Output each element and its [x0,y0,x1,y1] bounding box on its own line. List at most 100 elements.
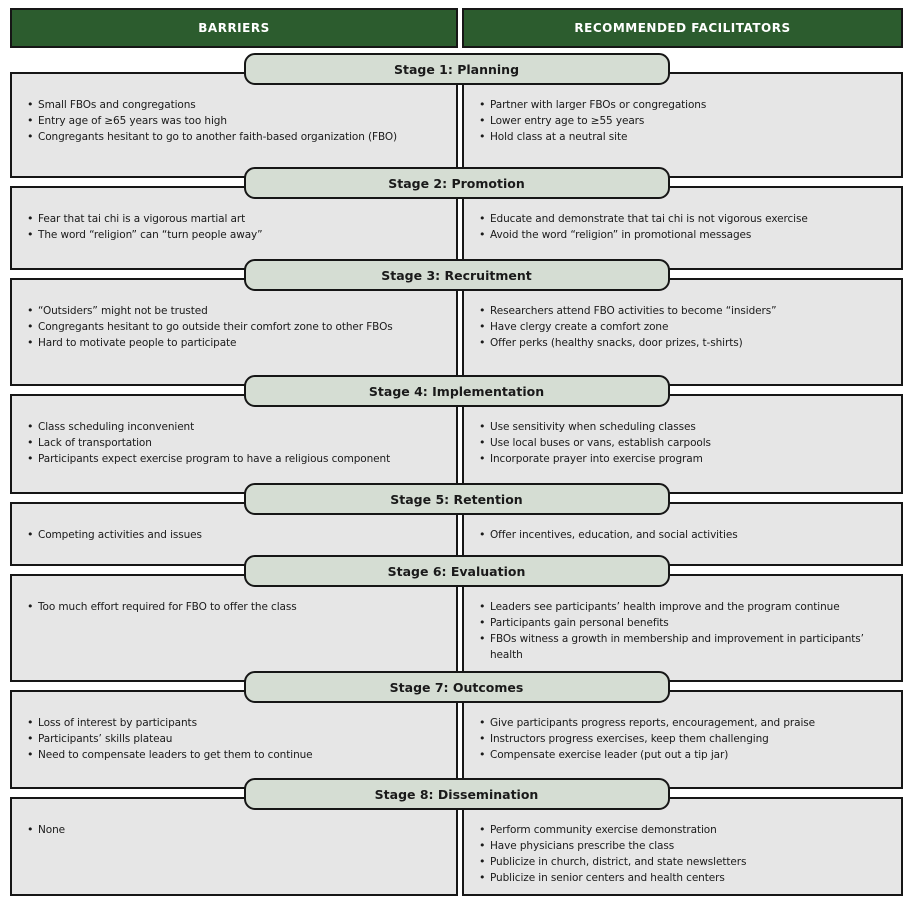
barriers-cell: Loss of interest by participantsParticip… [10,690,458,789]
bullet-item: Avoid the word “religion” in promotional… [478,227,893,243]
stage-title: Stage 1: Planning [393,61,520,77]
header-barriers: BARRIERS [10,8,458,48]
stage-pill: Stage 6: Evaluation [243,555,670,587]
stage-row: “Outsiders” might not be trustedCongrega… [10,278,903,386]
stage-section: Stage 8: Dissemination None Perform comm… [10,778,903,896]
stage-title: Stage 7: Outcomes [389,679,524,695]
stage-pill: Stage 8: Dissemination [243,778,670,810]
bullet-item: Offer incentives, education, and social … [478,527,893,543]
bullet-item: Incorporate prayer into exercise program [478,451,893,467]
facilitators-cell: Leaders see participants’ health improve… [462,574,903,682]
facilitators-cell: Perform community exercise demonstration… [462,797,903,896]
bullet-item: Participants’ skills plateau [26,731,448,747]
bullet-item: Instructors progress exercises, keep the… [478,731,893,747]
bullet-item: Hard to motivate people to participate [26,335,448,351]
bullet-item: Publicize in senior centers and health c… [478,870,893,886]
bullet-item: The word “religion” can “turn people awa… [26,227,448,243]
bullet-item: Lack of transportation [26,435,448,451]
stage-title: Stage 3: Recruitment [381,267,532,283]
stage-row: Loss of interest by participantsParticip… [10,690,903,789]
bullet-item: Publicize in church, district, and state… [478,854,893,870]
barriers-cell: Class scheduling inconvenientLack of tra… [10,394,458,494]
stage-section: Stage 6: Evaluation Too much effort requ… [10,555,903,682]
stage-row: Class scheduling inconvenientLack of tra… [10,394,903,494]
facilitators-list: Use sensitivity when scheduling classesU… [478,419,893,467]
stage-section: Stage 4: Implementation Class scheduling… [10,375,903,494]
facilitators-cell: Educate and demonstrate that tai chi is … [462,186,903,270]
stage-row: Small FBOs and congregationsEntry age of… [10,72,903,178]
stage-title: Stage 6: Evaluation [387,563,526,579]
facilitators-list: Give participants progress reports, enco… [478,715,893,763]
bullet-item: Offer perks (healthy snacks, door prizes… [478,335,893,351]
stage-row: None Perform community exercise demonstr… [10,797,903,896]
facilitators-list: Researchers attend FBO activities to bec… [478,303,893,351]
stage-section: Stage 5: Retention Competing activities … [10,483,903,566]
bullet-item: Have clergy create a comfort zone [478,319,893,335]
stages-container: Stage 1: Planning Small FBOs and congreg… [10,53,903,896]
barriers-list: Small FBOs and congregationsEntry age of… [26,97,448,145]
facilitators-list: Perform community exercise demonstration… [478,822,893,886]
facilitators-list: Leaders see participants’ health improve… [478,599,893,663]
barriers-cell: Fear that tai chi is a vigorous martial … [10,186,458,270]
column-headers: BARRIERS RECOMMENDED FACILITATORS [10,8,903,48]
barriers-list: “Outsiders” might not be trustedCongrega… [26,303,448,351]
stage-section: Stage 3: Recruitment “Outsiders” might n… [10,259,903,386]
bullet-item: Entry age of ≥65 years was too high [26,113,448,129]
stage-pill: Stage 3: Recruitment [243,259,670,291]
barriers-list: Competing activities and issues [26,527,448,543]
facilitators-list: Educate and demonstrate that tai chi is … [478,211,893,243]
barriers-list: Fear that tai chi is a vigorous martial … [26,211,448,243]
barriers-list: Too much effort required for FBO to offe… [26,599,448,615]
stage-section: Stage 7: Outcomes Loss of interest by pa… [10,671,903,789]
stage-pill: Stage 2: Promotion [243,167,670,199]
bullet-item: Fear that tai chi is a vigorous martial … [26,211,448,227]
stage-row: Fear that tai chi is a vigorous martial … [10,186,903,270]
barriers-list: None [26,822,448,838]
bullet-item: Leaders see participants’ health improve… [478,599,893,615]
bullet-item: Partner with larger FBOs or congregation… [478,97,893,113]
stage-title: Stage 8: Dissemination [374,786,539,802]
facilitators-cell: Partner with larger FBOs or congregation… [462,72,903,178]
facilitators-list: Offer incentives, education, and social … [478,527,893,543]
barriers-cell: None [10,797,458,896]
stage-pill: Stage 5: Retention [243,483,670,515]
bullet-item: Lower entry age to ≥55 years [478,113,893,129]
bullet-item: Class scheduling inconvenient [26,419,448,435]
stage-section: Stage 1: Planning Small FBOs and congreg… [10,53,903,178]
bullet-item: Congregants hesitant to go to another fa… [26,129,448,145]
stage-pill: Stage 4: Implementation [243,375,670,407]
bullet-item: Participants gain personal benefits [478,615,893,631]
barriers-facilitators-figure: BARRIERS RECOMMENDED FACILITATORS Stage … [10,8,903,896]
bullet-item: Small FBOs and congregations [26,97,448,113]
stage-pill: Stage 7: Outcomes [243,671,670,703]
barriers-list: Loss of interest by participantsParticip… [26,715,448,763]
bullet-item: Congregants hesitant to go outside their… [26,319,448,335]
stage-pill: Stage 1: Planning [243,53,670,85]
bullet-item: Need to compensate leaders to get them t… [26,747,448,763]
barriers-cell: Too much effort required for FBO to offe… [10,574,458,682]
bullet-item: Compensate exercise leader (put out a ti… [478,747,893,763]
facilitators-cell: Use sensitivity when scheduling classesU… [462,394,903,494]
stage-row: Too much effort required for FBO to offe… [10,574,903,682]
bullet-item: Too much effort required for FBO to offe… [26,599,448,615]
bullet-item: Loss of interest by participants [26,715,448,731]
stage-title: Stage 5: Retention [390,491,523,507]
facilitators-cell: Give participants progress reports, enco… [462,690,903,789]
barriers-cell: “Outsiders” might not be trustedCongrega… [10,278,458,386]
bullet-item: Researchers attend FBO activities to bec… [478,303,893,319]
bullet-item: Use local buses or vans, establish carpo… [478,435,893,451]
bullet-item: Have physicians prescribe the class [478,838,893,854]
bullet-item: Educate and demonstrate that tai chi is … [478,211,893,227]
bullet-item: None [26,822,448,838]
bullet-item: Hold class at a neutral site [478,129,893,145]
bullet-item: Participants expect exercise program to … [26,451,448,467]
barriers-cell: Small FBOs and congregationsEntry age of… [10,72,458,178]
bullet-item: FBOs witness a growth in membership and … [478,631,893,663]
bullet-item: Competing activities and issues [26,527,448,543]
bullet-item: Give participants progress reports, enco… [478,715,893,731]
bullet-item: Use sensitivity when scheduling classes [478,419,893,435]
stage-title: Stage 2: Promotion [388,175,525,191]
header-facilitators: RECOMMENDED FACILITATORS [462,8,903,48]
bullet-item: Perform community exercise demonstration [478,822,893,838]
facilitators-cell: Researchers attend FBO activities to bec… [462,278,903,386]
